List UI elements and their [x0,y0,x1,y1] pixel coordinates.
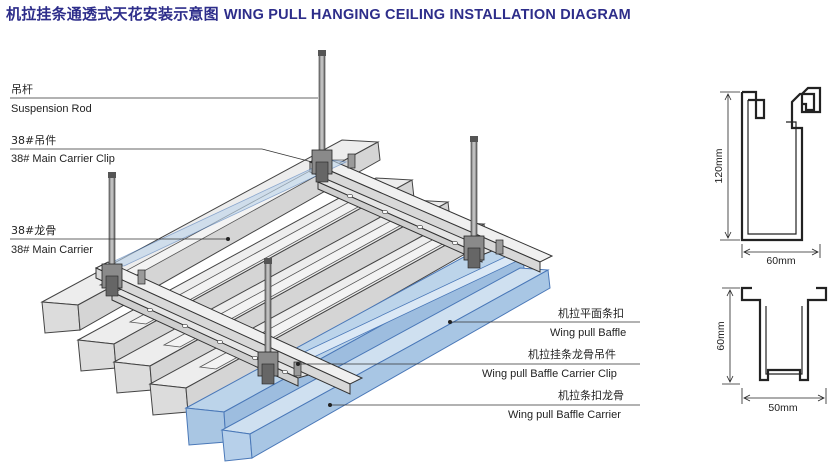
label-baffle-carrier-en: Wing pull Baffle Carrier [508,409,621,421]
dim-height-top: 120mm [713,148,725,183]
label-baffle-carrier-cn: 机拉条扣龙骨 [558,388,624,402]
label-baffle-carrier: 机拉条扣龙骨 Wing pull Baffle Carrier [508,388,624,421]
suspension-rod [108,172,116,273]
label-baffle-carrier-clip-en: Wing pull Baffle Carrier Clip [482,368,617,380]
suspension-rod [470,136,478,249]
main-carrier-clip [257,351,279,385]
label-suspension-rod-en: Suspension Rod [11,103,92,115]
label-suspension-rod-cn: 吊杆 [11,82,33,96]
dim-width-bottom: 50mm [768,402,797,414]
label-main-carrier: 38#龙骨 38# Main Carrier [11,224,93,256]
label-wing-pull-baffle-en: Wing pull Baffle [550,327,626,339]
main-carrier-clips [101,149,485,385]
label-main-carrier-clip-en: 38# Main Carrier Clip [11,153,115,165]
label-main-carrier-clip: 38#吊件 38# Main Carrier Clip [11,134,115,165]
dim-width-top: 60mm [766,255,795,267]
suspension-rods [108,50,478,363]
baffle-carrier-clips [137,153,504,377]
profile-120x60: 120mm 60mm [713,86,822,267]
title-en: WING PULL HANGING CEILING INSTALLATION D… [223,7,631,23]
label-suspension-rod: 吊杆 Suspension Rod [11,82,92,115]
cross-carrier-back [316,177,494,263]
wing-pull-baffles [98,159,538,375]
label-wing-pull-baffle-cn: 机拉平面条扣 [558,306,624,320]
label-wing-pull-baffle: 机拉平面条扣 Wing pull Baffle [550,306,626,339]
label-main-carrier-en: 38# Main Carrier [11,244,93,256]
leader-lines [10,97,640,406]
main-carrier-clip [463,235,485,269]
title-cn: 机拉挂条通透式天花安装示意图 [6,6,219,23]
suspension-rod [318,50,326,163]
label-baffle-carrier-clip-cn: 机拉挂条龙骨吊件 [528,347,616,361]
dim-height-bottom: 60mm [715,321,727,350]
main-carriers [94,155,554,395]
profile-60x50: 60mm 50mm [715,286,828,414]
main-carrier-clip [101,263,123,297]
leader-dots [226,237,452,407]
suspension-rod [264,258,272,363]
label-main-carrier-clip-cn: 38#吊件 [11,134,56,147]
label-main-carrier-cn: 38#龙骨 [11,224,56,237]
label-baffle-carrier-clip: 机拉挂条龙骨吊件 Wing pull Baffle Carrier Clip [482,347,617,380]
